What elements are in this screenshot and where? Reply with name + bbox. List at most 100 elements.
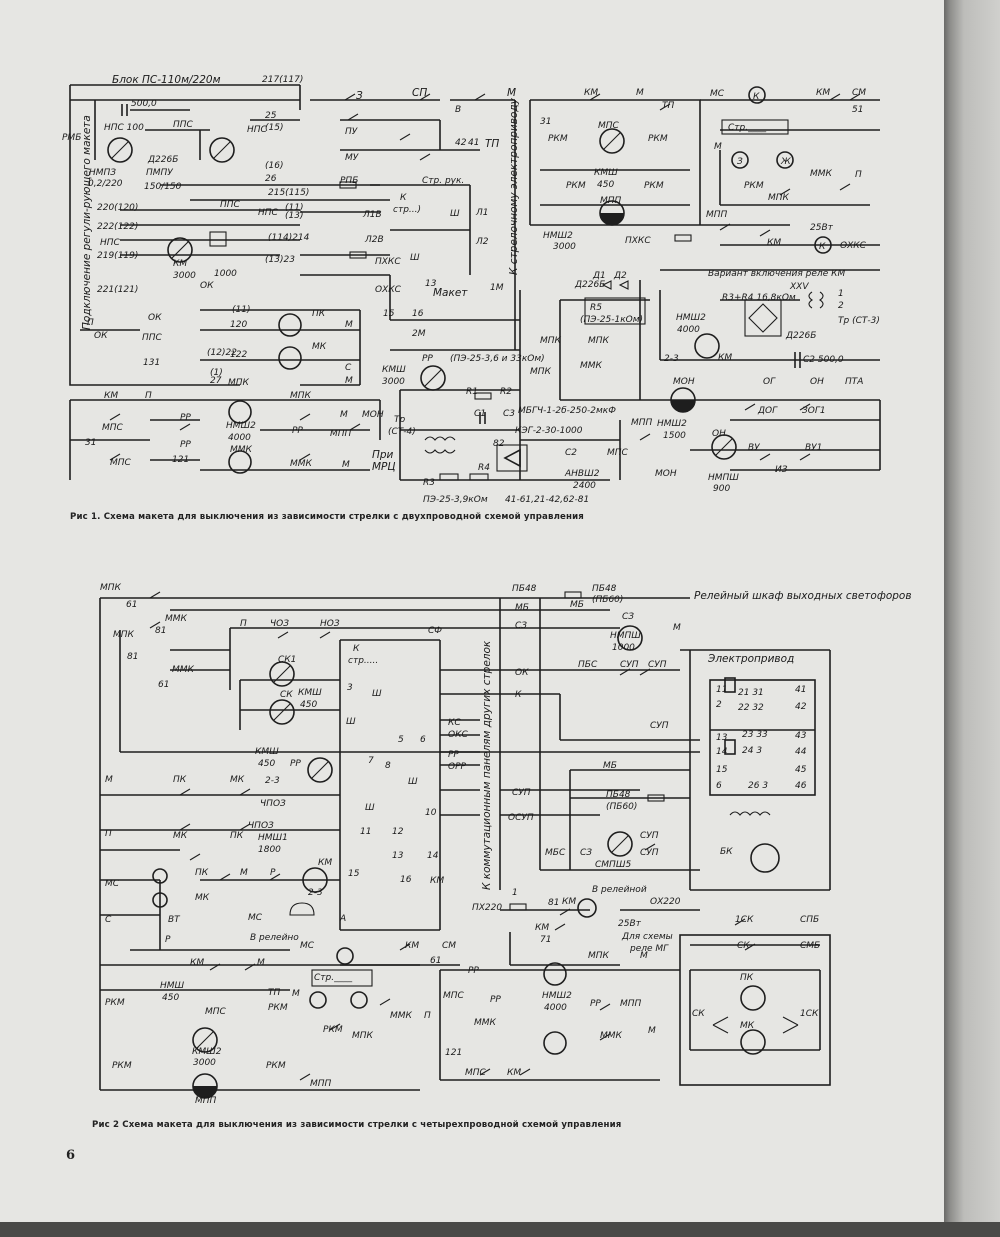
svg-text:(СТ-4): (СТ-4) [388, 427, 416, 437]
svg-text:М: М [257, 958, 265, 968]
svg-text:М: М [342, 460, 350, 470]
svg-text:МПП: МПП [706, 210, 728, 220]
figure2-schematic: МПК 61 ММК 81 МПК 81 ММК 61 П ЧОЗ НОЗ СФ… [99, 583, 912, 1106]
svg-text:КМ: КМ [430, 876, 444, 886]
str-box2-label: Стр.____ [314, 973, 353, 983]
svg-text:ЧПОЗ: ЧПОЗ [260, 799, 286, 809]
str-box-label: Стр.____ [728, 123, 767, 133]
svg-text:ПК: ПК [173, 775, 187, 785]
svg-text:XXV: XXV [789, 282, 809, 292]
svg-text:РКМ: РКМ [648, 134, 668, 144]
svg-text:25Вт: 25Вт [810, 223, 834, 233]
svg-text:46: 46 [795, 781, 807, 791]
svg-text:РР: РР [180, 413, 191, 423]
svg-text:М: М [105, 775, 113, 785]
svg-text:МПК: МПК [290, 391, 312, 401]
svg-text:(114)214: (114)214 [268, 233, 310, 243]
svg-text:М: М [648, 1026, 656, 1036]
svg-text:МОН: МОН [673, 377, 695, 387]
svg-text:ППС: ППС [142, 333, 163, 343]
svg-text:НОЗ: НОЗ [320, 619, 340, 629]
svg-text:МПК: МПК [228, 378, 250, 388]
svg-text:ОХ220: ОХ220 [650, 897, 681, 907]
svg-text:РПБ: РПБ [340, 176, 358, 186]
svg-text:КС: КС [448, 718, 461, 728]
svg-text:Ш: Ш [365, 803, 375, 813]
svg-text:МОН: МОН [655, 469, 677, 479]
svg-text:НМПЗ: НМПЗ [89, 168, 116, 178]
svg-text:ММК: ММК [474, 1018, 497, 1028]
svg-text:МПП: МПП [330, 429, 352, 439]
svg-text:2-3: 2-3 [265, 776, 280, 786]
svg-text:ОК: ОК [200, 281, 214, 291]
svg-text:1СК: 1СК [735, 915, 754, 925]
svg-text:1М: 1М [490, 283, 504, 293]
svg-text:ММК: ММК [290, 459, 313, 469]
svg-text:К: К [515, 690, 522, 700]
svg-text:3: 3 [347, 683, 353, 693]
svg-text:М: М [507, 87, 516, 99]
svg-text:К: К [819, 242, 826, 252]
svg-text:В релейно: В релейно [250, 933, 299, 943]
svg-text:2: 2 [838, 301, 844, 311]
figure1-contacts [109, 93, 861, 461]
svg-text:Л2В: Л2В [364, 235, 384, 245]
svg-text:Ш: Ш [450, 209, 460, 219]
svg-text:4000: 4000 [228, 433, 251, 443]
svg-text:П: П [424, 1011, 431, 1021]
svg-text:РКМ: РКМ [268, 1003, 288, 1013]
svg-text:МПП: МПП [600, 196, 622, 206]
svg-text:РКМ: РКМ [548, 134, 568, 144]
svg-text:ОХКС: ОХКС [840, 241, 867, 251]
svg-text:МБ: МБ [515, 603, 529, 613]
svg-text:131: 131 [143, 358, 160, 368]
svg-text:Тр (СТ-3): Тр (СТ-3) [838, 316, 880, 326]
svg-text:М: М [714, 142, 722, 152]
svg-text:П: П [240, 619, 247, 629]
svg-text:При: При [372, 449, 394, 461]
svg-text:ДОГ: ДОГ [757, 406, 778, 416]
svg-text:61: 61 [430, 956, 441, 966]
svg-text:С2 500,0: С2 500,0 [803, 355, 844, 365]
svg-text:МС: МС [300, 941, 315, 951]
scan-edge [0, 1222, 1000, 1237]
svg-text:120: 120 [230, 320, 247, 330]
vertical-left-label: Подключение регули-рующего макета [81, 115, 93, 330]
svg-text:25: 25 [265, 111, 277, 121]
svg-text:ОКС: ОКС [448, 730, 468, 740]
svg-text:МОН: МОН [362, 410, 384, 420]
svg-text:ВУ1: ВУ1 [805, 443, 822, 453]
svg-text:КМ: КМ [562, 897, 576, 907]
svg-text:МПС: МПС [598, 121, 620, 131]
svg-text:219(119): 219(119) [97, 251, 138, 261]
svg-text:Ш: Ш [346, 717, 356, 727]
svg-text:Ж: Ж [780, 157, 791, 167]
svg-text:КМШ2: КМШ2 [192, 1047, 222, 1057]
svg-text:МС: МС [710, 89, 725, 99]
svg-text:(15): (15) [265, 123, 283, 133]
svg-text:(1): (1) [210, 368, 223, 378]
svg-text:МПС: МПС [102, 423, 124, 433]
svg-text:З: З [737, 157, 743, 167]
svg-text:СМ: СМ [442, 941, 456, 951]
svg-text:М: М [345, 376, 353, 386]
svg-text:ЧПОЗ: ЧПОЗ [248, 821, 274, 831]
svg-text:81: 81 [127, 652, 138, 662]
svg-text:НПС: НПС [100, 238, 121, 248]
svg-text:КМ: КМ [104, 391, 118, 401]
svg-text:0,2/220: 0,2/220 [88, 179, 123, 189]
svg-text:2: 2 [716, 700, 722, 710]
svg-text:(13)23: (13)23 [265, 255, 295, 265]
mbgch-label: МБГЧ-1-2б-250-2мкФ [518, 406, 616, 416]
svg-text:23 33: 23 33 [742, 730, 768, 740]
svg-text:14: 14 [427, 851, 439, 861]
svg-text:РР: РР [590, 999, 601, 1009]
svg-text:М: М [240, 868, 248, 878]
svg-text:МК: МК [740, 1021, 755, 1031]
svg-text:ПК: ПК [740, 973, 754, 983]
svg-text:3000: 3000 [553, 242, 576, 252]
svg-text:МПС: МПС [110, 458, 132, 468]
svg-text:ММК: ММК [230, 445, 253, 455]
svg-text:МПС: МПС [465, 1068, 487, 1078]
svg-text:12: 12 [392, 827, 404, 837]
